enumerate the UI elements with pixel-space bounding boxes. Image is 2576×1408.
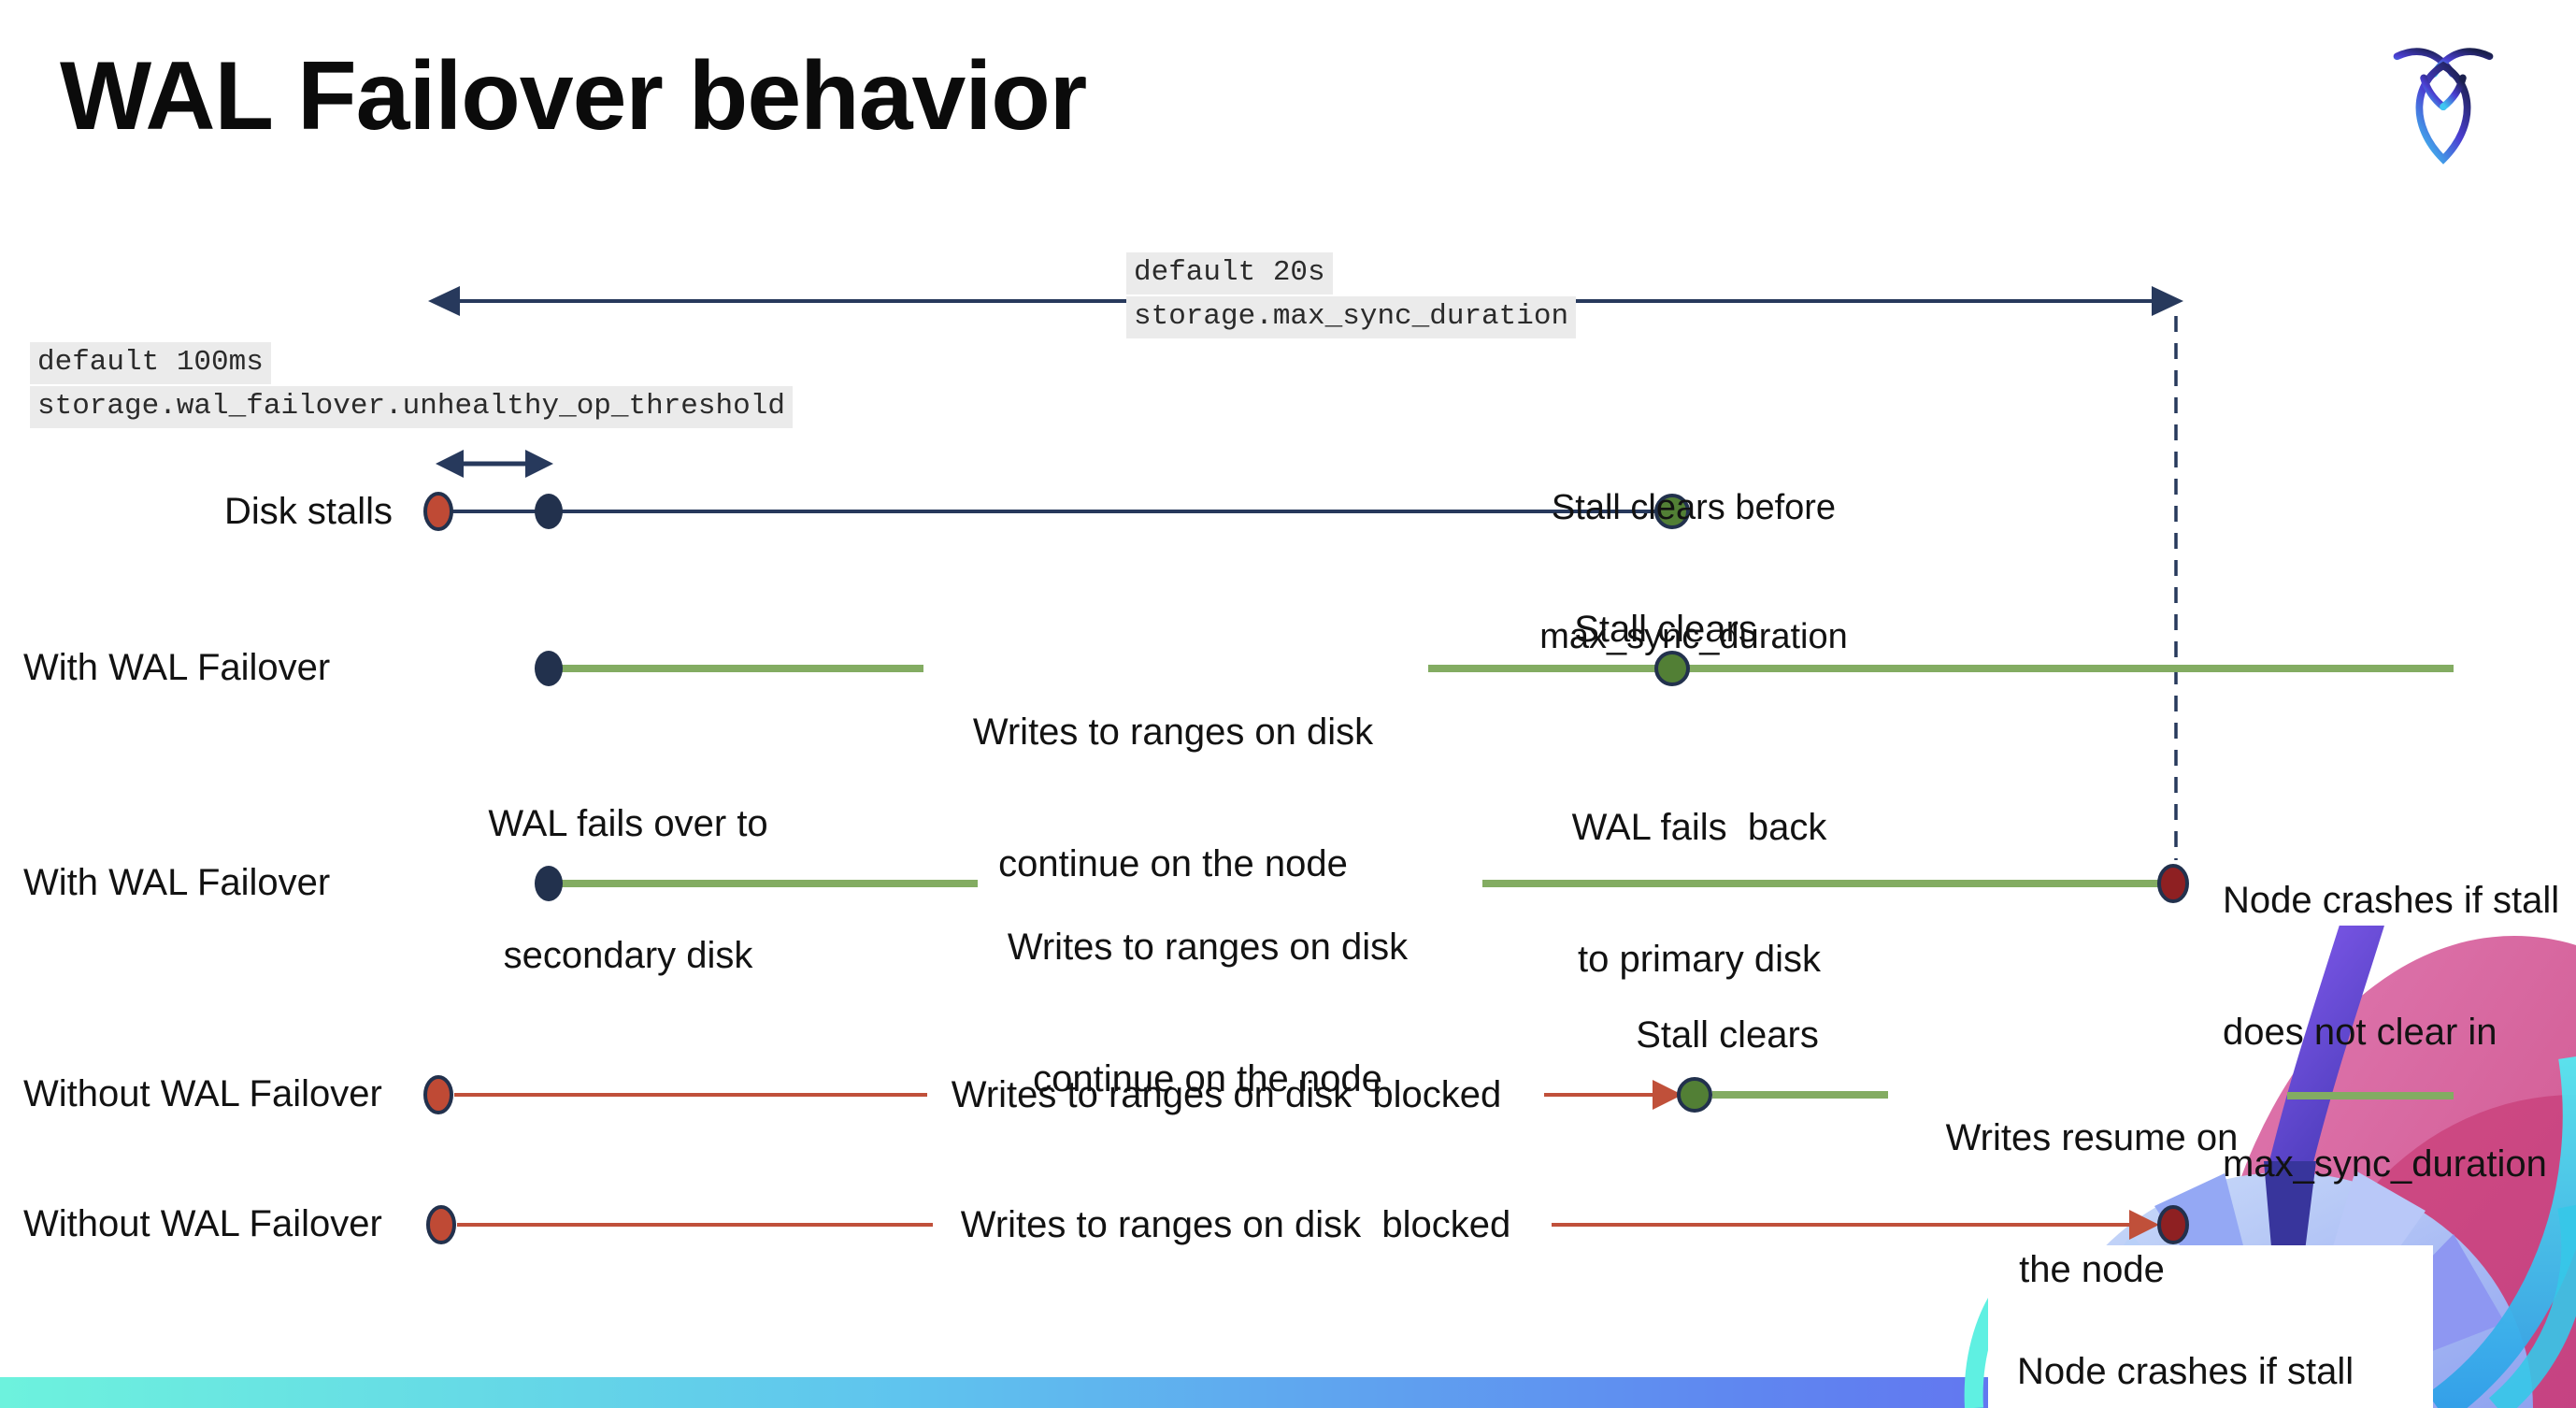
unhealthy-op-setting-name: storage.wal_failover.unhealthy_op_thresh… bbox=[30, 386, 793, 428]
note-line: max_sync_duration bbox=[1539, 617, 1848, 656]
note-line: the node bbox=[2019, 1249, 2165, 1290]
arch-cyan-inner bbox=[2488, 1204, 2576, 1408]
note-line: secondary disk bbox=[503, 935, 753, 976]
arrowhead-right bbox=[2152, 286, 2183, 316]
crash-note-card bbox=[1988, 1245, 2433, 1408]
without-wal-2-stall-dot bbox=[426, 1205, 456, 1244]
row-label-disk-stalls: Disk stalls bbox=[223, 491, 393, 532]
row-label-without-wal-1: Without WAL Failover bbox=[23, 1073, 382, 1114]
note-line: WAL fails over to bbox=[488, 803, 768, 844]
note-line: Writes resume on bbox=[1945, 1117, 2239, 1158]
note-line: to primary disk bbox=[1577, 939, 1822, 980]
note-line: Node crashes if stall bbox=[2017, 1351, 2354, 1392]
note-node-crashes-2: Node crashes if stall does not clear in … bbox=[2017, 1264, 2354, 1408]
disk-stalls-threshold-dot bbox=[535, 494, 563, 529]
row-label-with-wal-1: With WAL Failover bbox=[23, 647, 331, 688]
note-stall-clears-before: Stall clears before max_sync_duration bbox=[1539, 400, 1848, 744]
arrowhead-left bbox=[428, 286, 460, 316]
note-wal-fails-back: WAL fails back to primary disk bbox=[1572, 718, 1827, 1070]
note-line: Writes to ranges on disk bbox=[1007, 927, 1409, 968]
without-wal-1-stall-dot bbox=[423, 1075, 453, 1114]
unhealthy-op-threshold-callout: default 100ms storage.wal_failover.unhea… bbox=[30, 342, 793, 430]
arch-cyan-outer bbox=[2427, 1056, 2576, 1408]
unhealthy-op-default-value: default 100ms bbox=[30, 342, 271, 384]
max-sync-duration-callout: default 20s storage.max_sync_duration bbox=[1126, 252, 1577, 340]
note-stall-clears-1: Stall clears bbox=[1574, 609, 1757, 650]
note-line: continue on the node bbox=[1033, 1058, 1382, 1099]
arrowhead-small-right bbox=[525, 450, 553, 478]
row-label-with-wal-2: With WAL Failover bbox=[23, 862, 331, 903]
max-sync-setting-name: storage.max_sync_duration bbox=[1126, 296, 1577, 338]
row-label-without-wal-2: Without WAL Failover bbox=[23, 1203, 382, 1244]
note-node-crashes-1: Node crashes if stall does not clear in … bbox=[2223, 791, 2559, 1274]
note-stall-clears-2: Stall clears bbox=[1636, 1014, 1819, 1056]
page-title: WAL Failover behavior bbox=[60, 42, 1087, 151]
arrowhead-small-left bbox=[436, 450, 464, 478]
with-wal-2-crash-dot bbox=[2157, 864, 2189, 903]
with-wal-1-failover-dot bbox=[535, 651, 563, 686]
note-writes-continue-2: Writes to ranges on disk continue on the… bbox=[1008, 838, 1408, 1189]
note-line: does not clear in bbox=[2223, 1012, 2497, 1053]
without-wal-1-clear-dot bbox=[1677, 1077, 1712, 1113]
note-writes-resume: Writes resume on the node bbox=[1946, 1028, 2239, 1380]
cockroachdb-logo-icon bbox=[2393, 48, 2494, 165]
note-writes-blocked-2: Writes to ranges on disk blocked bbox=[960, 1204, 1511, 1245]
note-writes-blocked-1: Writes to ranges on disk blocked bbox=[951, 1074, 1502, 1115]
note-line: continue on the node bbox=[998, 843, 1348, 884]
note-line: Stall clears before bbox=[1551, 488, 1837, 527]
note-wal-fails-over: WAL fails over to secondary disk bbox=[488, 714, 767, 1066]
disk-stalls-start-dot bbox=[423, 492, 453, 531]
note-line: Node crashes if stall bbox=[2223, 880, 2560, 921]
note-writes-continue-1: Writes to ranges on disk continue on the… bbox=[973, 623, 1373, 974]
without-wal-1-red-arrowhead bbox=[1653, 1080, 1682, 1110]
max-sync-default-value: default 20s bbox=[1126, 252, 1333, 295]
note-line: WAL fails back bbox=[1571, 807, 1827, 848]
note-line: max_sync_duration bbox=[2223, 1143, 2547, 1185]
note-line: Writes to ranges on disk bbox=[972, 711, 1374, 753]
